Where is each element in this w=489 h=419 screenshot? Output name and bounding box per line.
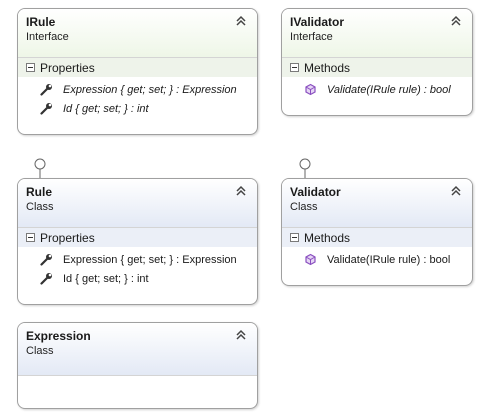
- expression-name: Expression: [26, 329, 91, 343]
- rule-kind: Class: [26, 201, 54, 213]
- irule-member-label: Expression { get; set; } : Expression: [63, 83, 237, 96]
- validator-member-label: Validate(IRule rule) : bool: [327, 253, 451, 266]
- rule-member-label: Id { get; set; } : int: [63, 272, 149, 285]
- validator-kind: Class: [290, 201, 318, 213]
- expression-kind: Class: [26, 345, 54, 357]
- wrench-icon: [40, 103, 52, 115]
- wrench-icon: [40, 84, 52, 96]
- irule-kind: Interface: [26, 31, 69, 43]
- ivalidator-section-label: Methods: [304, 60, 351, 75]
- expression-class-box[interactable]: Expression Class: [17, 322, 258, 409]
- rule-member-id[interactable]: Id { get; set; } : int: [18, 269, 257, 288]
- cube-icon: [305, 83, 316, 96]
- wrench-icon: [40, 273, 52, 285]
- irule-member-label: Id { get; set; } : int: [63, 102, 149, 115]
- irule-header: IRule Interface: [18, 9, 257, 57]
- double-chevron-up-icon[interactable]: [450, 15, 462, 27]
- validator-section-label: Methods: [304, 230, 351, 245]
- validator-member-validate[interactable]: Validate(IRule rule) : bool: [282, 250, 472, 269]
- lollipop-icon: [34, 158, 46, 182]
- ivalidator-member-validate[interactable]: Validate(IRule rule) : bool: [282, 80, 472, 99]
- irule-properties-section[interactable]: Properties: [18, 57, 257, 77]
- rule-name: Rule: [26, 185, 53, 199]
- irule-member-id[interactable]: Id { get; set; } : int: [18, 99, 257, 118]
- ivalidator-kind: Interface: [290, 31, 333, 43]
- ivalidator-interface-box[interactable]: IValidator Interface Methods Validate(IR…: [281, 8, 473, 116]
- rule-properties-section[interactable]: Properties: [18, 227, 257, 247]
- ivalidator-member-label: Validate(IRule rule) : bool: [327, 83, 451, 96]
- wrench-icon: [40, 254, 52, 266]
- minus-box-icon[interactable]: [290, 63, 299, 72]
- rule-class-box[interactable]: Rule Class Properties Expression { get; …: [17, 178, 258, 305]
- validator-name: Validator: [290, 185, 341, 199]
- cube-icon: [305, 253, 316, 266]
- ivalidator-name: IValidator: [290, 15, 345, 29]
- rule-member-label: Expression { get; set; } : Expression: [63, 253, 237, 266]
- minus-box-icon[interactable]: [290, 233, 299, 242]
- rule-section-label: Properties: [40, 230, 95, 245]
- rule-header: Rule Class: [18, 179, 257, 227]
- irule-section-label: Properties: [40, 60, 95, 75]
- double-chevron-up-icon[interactable]: [235, 15, 247, 27]
- irule-member-expression[interactable]: Expression { get; set; } : Expression: [18, 80, 257, 99]
- double-chevron-up-icon[interactable]: [235, 185, 247, 197]
- irule-interface-box[interactable]: IRule Interface Properties Expression { …: [17, 8, 258, 135]
- ivalidator-methods-section[interactable]: Methods: [282, 57, 472, 77]
- minus-box-icon[interactable]: [26, 233, 35, 242]
- validator-header: Validator Class: [282, 179, 472, 227]
- validator-methods-section[interactable]: Methods: [282, 227, 472, 247]
- double-chevron-up-icon[interactable]: [235, 329, 247, 341]
- rule-member-expression[interactable]: Expression { get; set; } : Expression: [18, 250, 257, 269]
- validator-class-box[interactable]: Validator Class Methods Validate(IRule r…: [281, 178, 473, 286]
- minus-box-icon[interactable]: [26, 63, 35, 72]
- double-chevron-up-icon[interactable]: [450, 185, 462, 197]
- expression-header: Expression Class: [18, 323, 257, 375]
- ivalidator-header: IValidator Interface: [282, 9, 472, 57]
- irule-name: IRule: [26, 15, 56, 29]
- expression-body: [18, 375, 257, 408]
